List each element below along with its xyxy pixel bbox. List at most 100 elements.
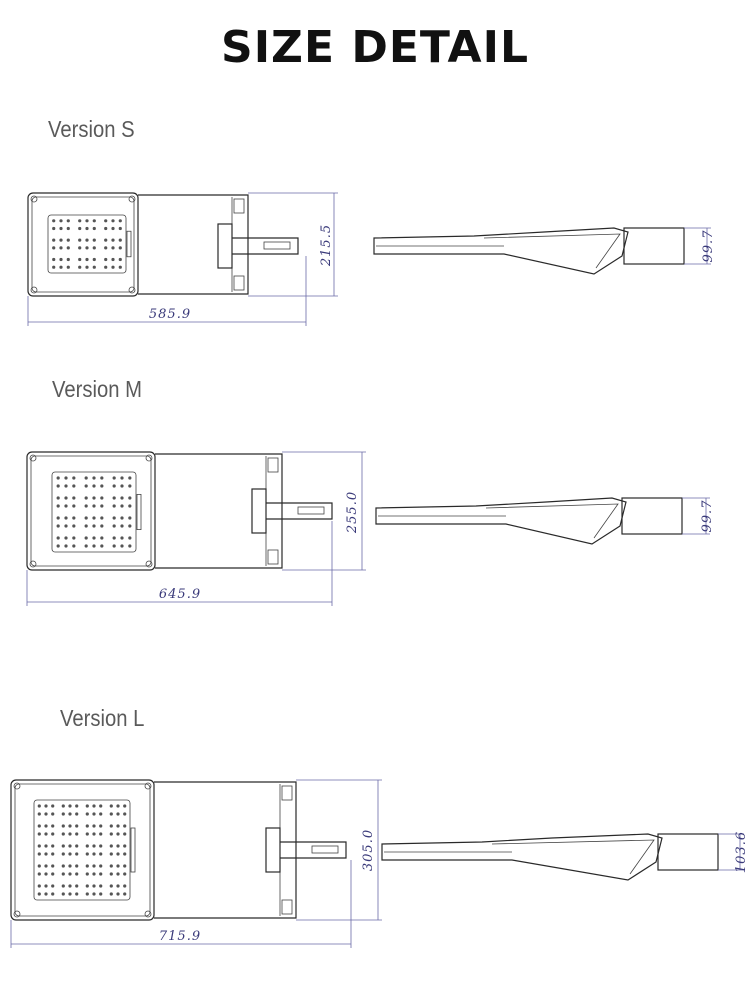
led-chip	[72, 476, 76, 480]
housing-outline	[138, 194, 249, 295]
led-chip	[61, 812, 65, 816]
led-chip	[78, 257, 82, 262]
led-chip	[51, 804, 55, 808]
pole-arm	[280, 841, 347, 859]
length-dimension-label: 715.9	[159, 929, 201, 944]
led-module	[47, 214, 127, 274]
led-chip	[56, 484, 60, 488]
led-chip	[61, 884, 65, 888]
led-chip	[72, 504, 76, 508]
led-chip	[75, 872, 79, 876]
screw-icon	[13, 782, 21, 790]
led-chip	[118, 226, 122, 231]
led-chip	[85, 257, 89, 262]
led-chip	[75, 892, 79, 896]
led-chip	[92, 265, 96, 269]
bolt-block-bottom	[267, 549, 279, 565]
led-chip	[66, 265, 70, 269]
led-chip	[128, 536, 132, 540]
led-chip	[128, 504, 132, 508]
led-chip	[44, 804, 48, 808]
led-chip	[84, 496, 88, 500]
side-view-s	[373, 227, 685, 275]
screw-icon	[29, 454, 37, 462]
side-clamp-box	[657, 833, 719, 871]
led-chip	[84, 516, 88, 520]
bracket-clamp	[251, 488, 267, 534]
led-chip	[85, 219, 89, 223]
led-chip	[118, 257, 122, 262]
led-chip	[100, 544, 104, 548]
led-chip	[85, 884, 89, 888]
side-profile-outline	[373, 227, 629, 275]
led-chip	[85, 892, 89, 896]
led-chip	[92, 544, 96, 548]
led-chip	[72, 516, 76, 520]
led-chip	[112, 484, 116, 488]
led-chip	[78, 226, 82, 231]
led-chip	[85, 832, 89, 836]
led-chip	[104, 246, 108, 250]
led-chip	[68, 852, 72, 856]
led-chip	[52, 238, 56, 242]
led-chip	[64, 524, 68, 528]
led-chip	[92, 892, 96, 896]
led-chip	[118, 238, 122, 242]
led-chip	[92, 257, 96, 262]
led-chip	[37, 852, 41, 856]
led-chip	[92, 496, 96, 500]
led-chip	[120, 484, 124, 488]
led-chip	[61, 864, 65, 868]
top-view-m	[26, 451, 156, 571]
arm-slot	[263, 241, 291, 250]
led-chip	[123, 892, 127, 896]
led-chip	[112, 516, 116, 520]
led-chip	[56, 476, 60, 480]
led-chip	[92, 226, 96, 231]
led-chip	[64, 496, 68, 500]
led-chip	[78, 219, 82, 223]
version-m-label: Version M	[52, 376, 142, 402]
led-chip	[100, 516, 104, 520]
led-chip	[37, 824, 41, 828]
led-chip	[75, 824, 79, 828]
led-chip	[56, 504, 60, 508]
led-chip	[99, 812, 103, 816]
led-chip	[66, 238, 70, 242]
led-chip	[120, 476, 124, 480]
led-chip	[44, 884, 48, 888]
led-chip	[44, 812, 48, 816]
side-profile-edge	[483, 233, 621, 269]
led-chip	[85, 844, 89, 848]
led-chip	[56, 544, 60, 548]
led-chip	[92, 238, 96, 242]
led-chip	[92, 516, 96, 520]
led-chip	[61, 852, 65, 856]
side-profile-edge	[491, 839, 655, 875]
side-view-l	[381, 833, 719, 881]
led-chip	[84, 484, 88, 488]
led-chip	[120, 504, 124, 508]
height-dimension-label: 99.7	[701, 230, 716, 263]
led-chip	[59, 238, 63, 242]
width-dimension-label: 215.5	[319, 224, 334, 267]
led-chip	[123, 864, 127, 868]
led-chip	[104, 265, 108, 269]
housing-outline	[154, 781, 297, 919]
led-chip	[120, 496, 124, 500]
led-chip	[116, 852, 120, 856]
led-chip	[111, 246, 115, 250]
pole-arm	[232, 237, 299, 255]
top-view-s	[27, 192, 139, 297]
pole-arm	[266, 502, 333, 520]
led-chip	[112, 524, 116, 528]
led-chip	[68, 804, 72, 808]
version-l-label: Version L	[60, 705, 145, 731]
luminaire-head-inner	[31, 196, 135, 293]
led-chip	[51, 824, 55, 828]
led-chip	[116, 892, 120, 896]
led-chip	[44, 872, 48, 876]
led-chip	[109, 872, 113, 876]
